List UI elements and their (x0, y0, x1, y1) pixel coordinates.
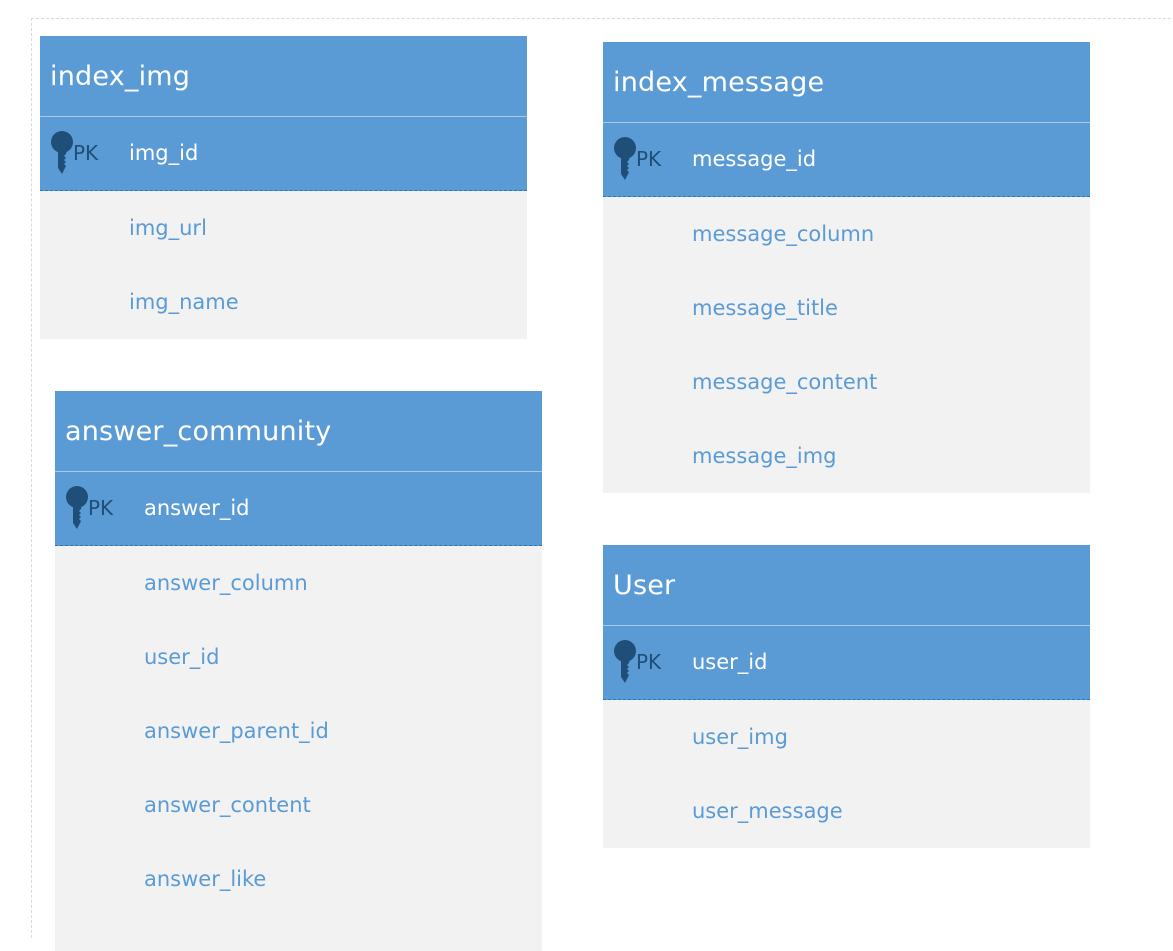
field-name: message_img (692, 444, 837, 468)
field-row[interactable]: img_url (40, 191, 527, 265)
field-row[interactable]: answer_column (55, 546, 542, 620)
entity-index-message[interactable]: index_message PK message_id message_colu… (603, 42, 1090, 493)
field-name: answer_parent_id (144, 719, 329, 743)
field-name: user_message (692, 799, 843, 823)
field-row[interactable]: message_title (603, 271, 1090, 345)
field-row[interactable]: user_id (55, 620, 542, 694)
field-name: answer_content (144, 793, 311, 817)
pk-label: PK (636, 650, 662, 674)
canvas-border (31, 18, 1173, 938)
entity-header[interactable]: answer_community (55, 391, 542, 472)
primary-key-row[interactable]: PK user_id (603, 626, 1090, 700)
field-row[interactable]: user_img (603, 700, 1090, 774)
field-name: img_url (129, 216, 207, 240)
key-icon (51, 131, 73, 174)
primary-key-row[interactable]: PK answer_id (55, 472, 542, 546)
field-name: message_title (692, 296, 838, 320)
entity-title: answer_community (65, 415, 332, 447)
field-row[interactable]: answer_parent_id (55, 694, 542, 768)
field-row[interactable]: message_img (603, 419, 1090, 493)
entity-header[interactable]: index_img (40, 36, 527, 117)
field-name: answer_column (144, 571, 308, 595)
field-row[interactable]: user_message (603, 774, 1090, 848)
pk-field-name: user_id (692, 650, 768, 674)
field-row[interactable]: answer_content (55, 768, 542, 842)
field-name: answer_like (144, 867, 267, 891)
field-row[interactable]: message_column (603, 197, 1090, 271)
key-icon (614, 137, 636, 180)
entity-title: index_message (613, 66, 825, 98)
field-name: user_id (144, 645, 220, 669)
entity-title: index_img (50, 60, 191, 92)
pk-field-name: answer_id (144, 496, 250, 520)
field-name: message_column (692, 222, 875, 246)
entity-user[interactable]: User PK user_id user_img user_message (603, 545, 1090, 848)
entity-index-img[interactable]: index_img PK img_id img_url img_name (40, 36, 527, 339)
field-row[interactable]: message_content (603, 345, 1090, 419)
pk-field-name: img_id (129, 141, 199, 165)
entity-header[interactable]: index_message (603, 42, 1090, 123)
pk-label: PK (88, 496, 114, 520)
primary-key-row[interactable]: PK message_id (603, 123, 1090, 197)
field-row[interactable]: answer_like (55, 842, 542, 916)
entity-title: User (613, 569, 676, 601)
pk-label: PK (636, 147, 662, 171)
key-icon (66, 486, 88, 529)
field-name: img_name (129, 290, 239, 314)
field-name: user_img (692, 725, 788, 749)
field-row[interactable]: img_name (40, 265, 527, 339)
pk-label: PK (73, 141, 99, 165)
pk-field-name: message_id (692, 147, 817, 171)
entity-header[interactable]: User (603, 545, 1090, 626)
key-icon (614, 640, 636, 683)
primary-key-row[interactable]: PK img_id (40, 117, 527, 191)
field-name: message_content (692, 370, 878, 394)
entity-answer-community[interactable]: answer_community PK answer_id answer_col… (55, 391, 542, 951)
